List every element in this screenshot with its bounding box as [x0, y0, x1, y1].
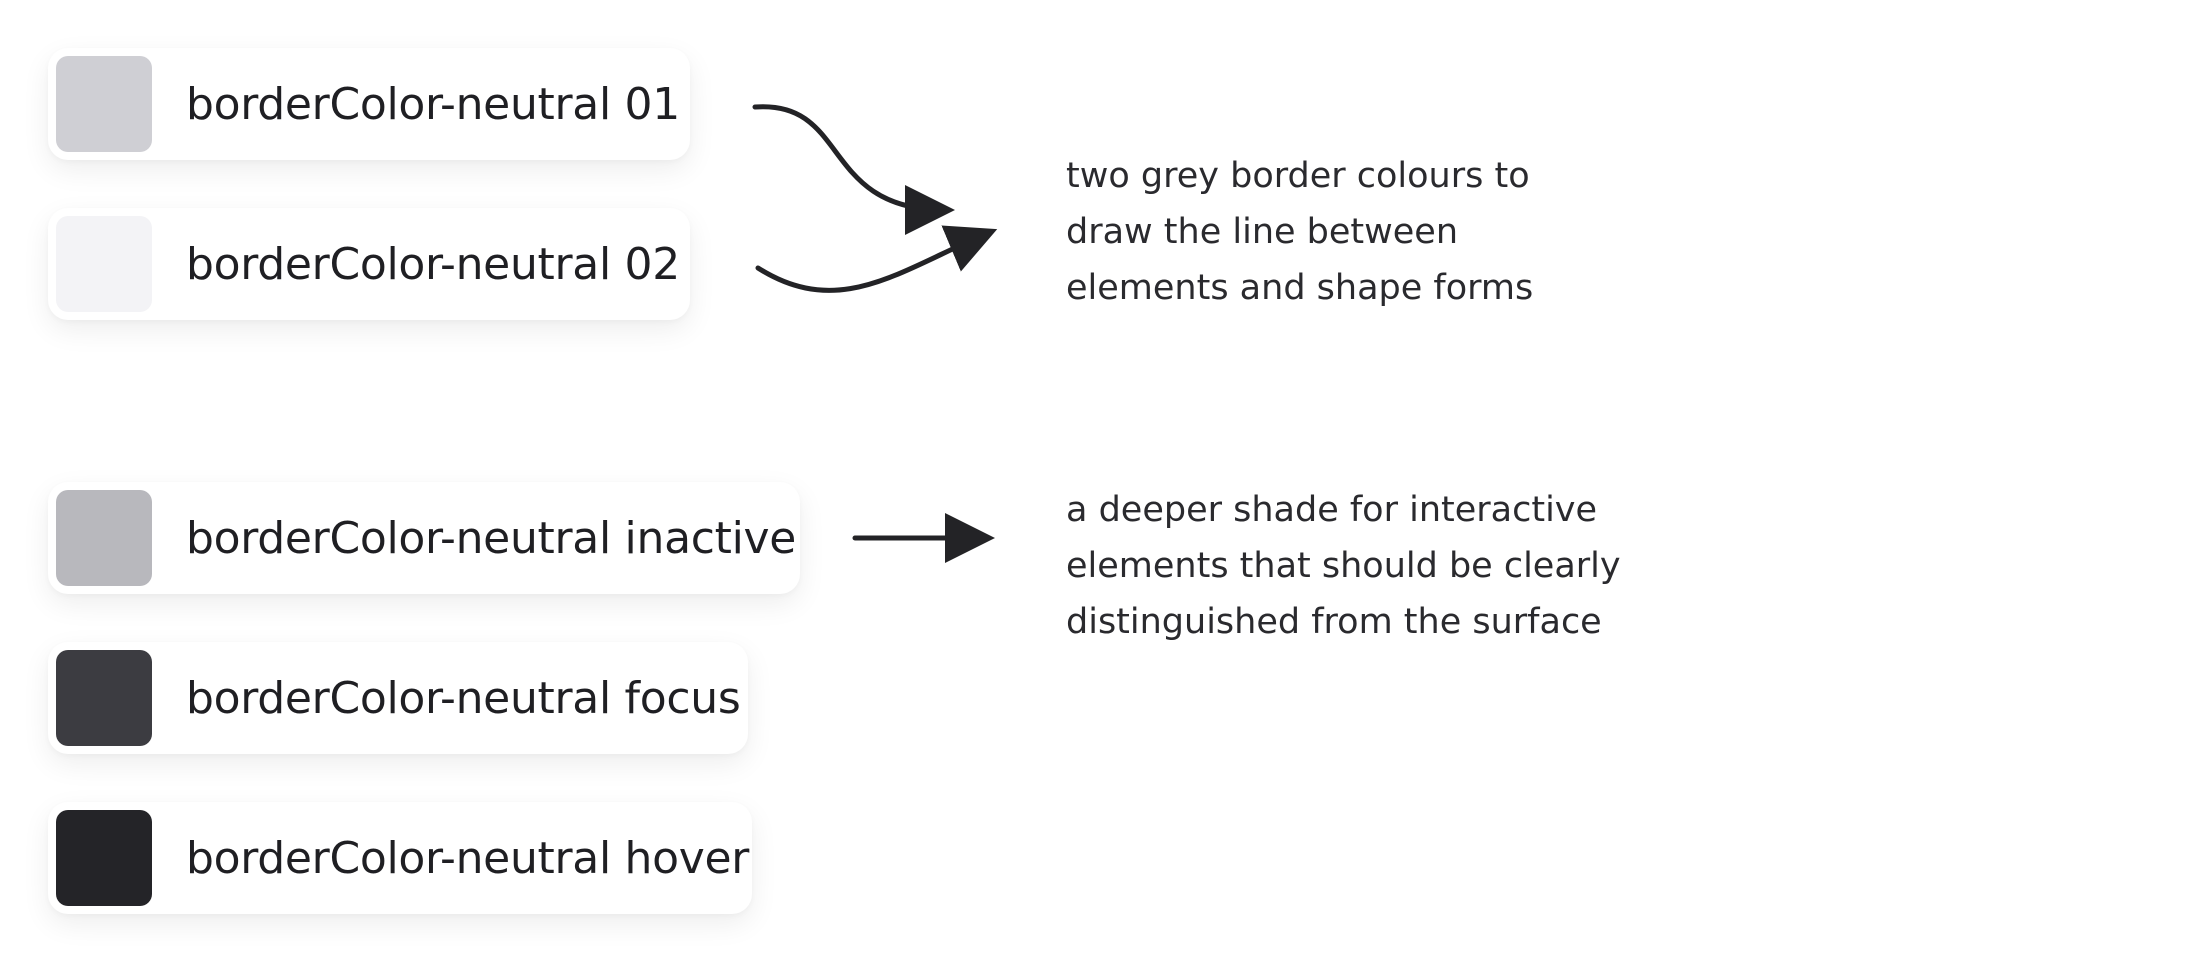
token-label-neutral-hover: borderColor-neutral hover [186, 832, 750, 884]
note-border-line-2: draw the line between [1066, 212, 1459, 252]
note-interactive-elements: a deeper shade for interactive elements … [1066, 482, 1621, 650]
color-swatch-neutral-02 [56, 216, 152, 312]
note-border-colours: two grey border colours to draw the line… [1066, 148, 1533, 316]
color-swatch-neutral-focus [56, 650, 152, 746]
note-interactive-line-3: distinguished from the surface [1066, 602, 1602, 642]
token-card-neutral-02: borderColor-neutral 02 [48, 208, 690, 320]
note-interactive-line-2: elements that should be clearly [1066, 546, 1621, 586]
token-label-neutral-inactive: borderColor-neutral inactive [186, 512, 797, 564]
token-label-neutral-02: borderColor-neutral 02 [186, 238, 680, 290]
token-label-neutral-01: borderColor-neutral 01 [186, 78, 680, 130]
token-card-neutral-inactive: borderColor-neutral inactive [48, 482, 800, 594]
arrow-neutral-01-to-note [752, 104, 955, 235]
note-interactive-line-1: a deeper shade for interactive [1066, 490, 1598, 530]
color-swatch-neutral-01 [56, 56, 152, 152]
token-card-neutral-focus: borderColor-neutral focus [48, 642, 748, 754]
token-card-neutral-01: borderColor-neutral 01 [48, 48, 690, 160]
color-swatch-neutral-inactive [56, 490, 152, 586]
arrow-neutral-02-to-note [755, 225, 998, 293]
note-border-line-1: two grey border colours to [1066, 156, 1530, 196]
color-swatch-neutral-hover [56, 810, 152, 906]
token-label-neutral-focus: borderColor-neutral focus [186, 672, 741, 724]
note-border-line-3: elements and shape forms [1066, 268, 1534, 308]
token-card-neutral-hover: borderColor-neutral hover [48, 802, 752, 914]
